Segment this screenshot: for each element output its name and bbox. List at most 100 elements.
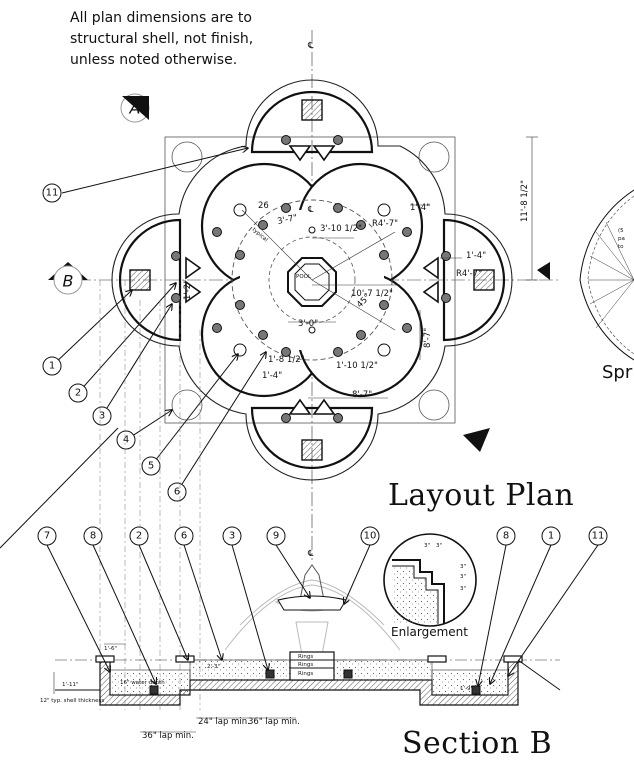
section-callout-bubbles: 7 8 2 6 3 9 10 8 1 11 [37, 526, 608, 546]
pump-vaults [129, 99, 495, 461]
sec-lap-36-b: 36" lap min. [142, 731, 194, 741]
spray-fragment-line-2: pa [618, 236, 625, 242]
sec-callout-7: 7 [44, 531, 50, 542]
corner-circle-sw [171, 389, 203, 421]
enlargement-detail: 3" 3" 3" 3" 3" [383, 533, 477, 627]
sec-dim-1-11: 1'-11" [62, 682, 79, 688]
plan-callout-11: 11 [46, 188, 59, 199]
dim-8-7-a: 8'-7" [352, 390, 372, 400]
sec-dim-1-6: 1'-6" [104, 646, 117, 652]
dim-1-4-a: 1'-4" [410, 203, 430, 213]
enl-dim-3-d: 3" [460, 574, 466, 580]
dim-1-4-c: 1'-4" [262, 371, 282, 381]
dim-10-7: 10'-7 1/2" [351, 289, 393, 299]
plan-callout-2: 2 [75, 388, 81, 399]
enl-dim-3-c: 3" [460, 564, 466, 570]
sec-callout-2: 2 [136, 531, 142, 542]
enlargement-title: Enlargement [391, 625, 468, 639]
sec-callout-8-b: 8 [503, 531, 509, 542]
dim-1-4-b: 1'-4" [466, 251, 486, 261]
sec-dim-1-9: 1'-9" [460, 686, 473, 692]
spray-plan-fragment: (5 pa to [579, 189, 634, 361]
section-b-letter: B [63, 272, 74, 291]
dim-3-10: 3'-10 1/2" [320, 224, 362, 234]
top-bowl [277, 595, 347, 611]
basin-north [250, 90, 374, 154]
center-pedestal-octagon [287, 257, 337, 307]
basin-east [442, 218, 506, 342]
basin-south [250, 406, 374, 470]
sec-lap-24: 24" lap min. [198, 717, 250, 727]
rings-label-3: Rings [298, 671, 313, 677]
cl-mark-top: ℄ [307, 41, 314, 51]
note-line-2: structural shell, not finish, [70, 31, 254, 47]
general-notes: All plan dimensions are to structural sh… [70, 8, 270, 71]
spray-fragment-line-3: to [618, 244, 624, 250]
notch-triangles [185, 145, 439, 415]
sec-callout-3: 3 [229, 531, 235, 542]
plan-dimension-lines [241, 136, 538, 399]
spray-plan-title-partial: Spr [602, 362, 633, 383]
basin-west [118, 218, 182, 342]
deck-square [164, 136, 456, 424]
dim-1-8: 1'-8 1/2" [268, 355, 305, 365]
plan-callout-4: 4 [123, 435, 129, 446]
section-arrow-east [537, 262, 550, 280]
plan-callout-6: 6 [174, 487, 180, 498]
dim-3-7: 3'-7" [277, 213, 299, 227]
leader-line-left [0, 427, 119, 549]
section-marker-a: A [120, 93, 150, 123]
spray-ring-outer [231, 199, 393, 361]
section-marker-b: B [48, 262, 88, 295]
plan-callout-3: 3 [99, 411, 105, 422]
dim-r4-7-a: R4'-7" [372, 219, 398, 229]
note-line-1: All plan dimensions are to [70, 10, 252, 26]
section-b-title: Section B [402, 726, 553, 761]
enl-dim-3-e: 3" [460, 586, 466, 592]
section-arrow-se [463, 428, 490, 452]
plan-callout-1: 1 [49, 361, 55, 372]
sec-water-depth: 16" water depth [120, 680, 165, 686]
sec-callout-9: 9 [273, 531, 279, 542]
dim-26: 26 [258, 201, 269, 211]
sec-dim-2-3: 2'-3" [207, 664, 220, 670]
sec-callout-6: 6 [181, 531, 187, 542]
plan-callout-5: 5 [148, 461, 154, 472]
section-b: Rings Rings Rings 1'-6" 1'-11" 2'-3" 1'-… [37, 526, 608, 741]
drains [149, 669, 481, 695]
dim-1-10: 1'-10 1/2" [336, 361, 378, 371]
rings-label-1: Rings [298, 654, 313, 660]
layout-plan-title: Layout Plan [388, 478, 575, 513]
spray-nozzles [171, 135, 451, 423]
section-callout-leaders [46, 544, 599, 686]
section-dim-lines [53, 643, 296, 733]
enl-dim-3-a: 3" [424, 543, 430, 549]
plan-callout-bubbles: 11 1 2 3 4 5 6 [42, 183, 187, 502]
finial [299, 564, 325, 601]
center-pedestal-inner [294, 263, 330, 301]
label-pool: POOL [296, 274, 312, 280]
cl-mark-bottom: ℄ [307, 549, 314, 559]
sec-shell-thickness: 12" typ. shell thickness [40, 698, 104, 704]
enl-dim-3-b: 3" [436, 543, 442, 549]
dim-1-2: 1'-2" [183, 280, 193, 300]
sec-callout-10: 10 [364, 531, 377, 542]
sec-callout-11: 11 [592, 531, 605, 542]
dim-3-0: 3'-0" [298, 319, 318, 329]
sec-callout-1: 1 [548, 531, 554, 542]
layout-plan: 11'-8 1/2" 3'-10 1/2" 3'-7" R4'-7" R4'-7… [0, 30, 560, 710]
cl-mark-north: ℄ [307, 205, 314, 215]
center-pedestal-section: Rings Rings Rings [289, 651, 335, 681]
spray-ring-inner [268, 236, 356, 324]
corner-circle-se [418, 389, 450, 421]
sec-callout-8-a: 8 [90, 531, 96, 542]
dim-overall-right: 11'-8 1/2" [520, 180, 530, 222]
spray-fragment-line-1: (5 [618, 228, 624, 234]
sec-lap-36-a: 36" lap min. [248, 717, 300, 727]
corner-circle-ne [418, 141, 450, 173]
section-a-letter: A [129, 99, 141, 118]
tiered-fountain-ghost [224, 579, 401, 656]
note-line-3: unless noted otherwise. [70, 52, 238, 68]
dim-8-7-b: 8'-7" [423, 328, 433, 348]
